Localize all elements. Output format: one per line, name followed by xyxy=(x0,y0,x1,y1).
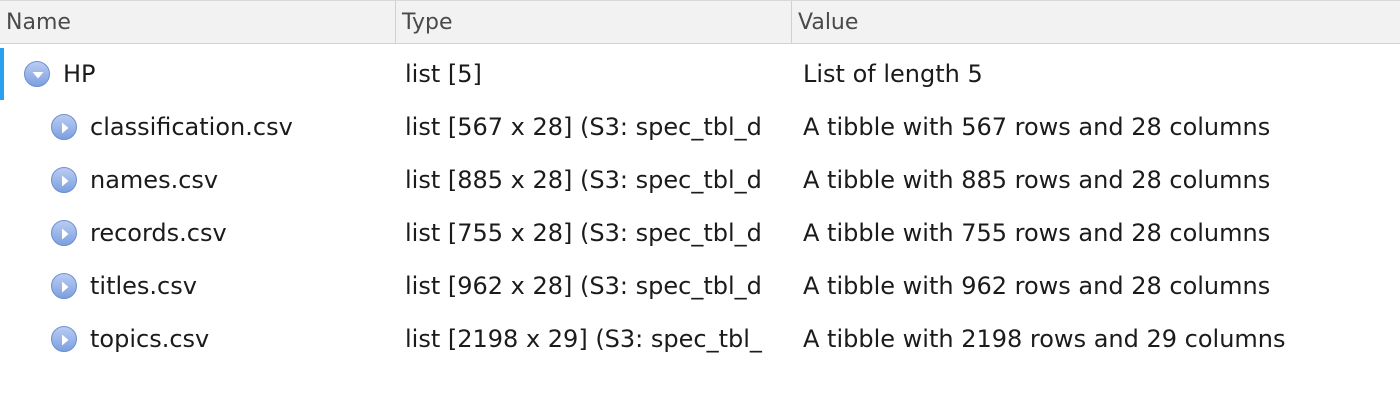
type-cell: list [2198 x 29] (S3: spec_tbl_ xyxy=(405,325,762,353)
value-cell: A tibble with 885 rows and 28 columns xyxy=(803,166,1271,194)
tree-row-classification[interactable]: classification.csv list [567 x 28] (S3: … xyxy=(0,101,1400,154)
name-cell: titles.csv xyxy=(0,260,395,313)
tree-row-hp[interactable]: HP list [5] List of length 5 xyxy=(0,48,1400,101)
row-name: HP xyxy=(63,60,96,88)
row-name: records.csv xyxy=(90,219,227,247)
value-cell: A tibble with 2198 rows and 29 columns xyxy=(803,325,1286,353)
expand-arrow-icon[interactable] xyxy=(51,114,77,140)
column-header-type[interactable]: Type xyxy=(395,1,791,43)
tree-row-names[interactable]: names.csv list [885 x 28] (S3: spec_tbl_… xyxy=(0,154,1400,207)
expand-arrow-icon[interactable] xyxy=(51,273,77,299)
row-name: classification.csv xyxy=(90,113,293,141)
type-cell: list [755 x 28] (S3: spec_tbl_d xyxy=(405,219,762,247)
value-cell: A tibble with 755 rows and 28 columns xyxy=(803,219,1271,247)
expand-arrow-icon[interactable] xyxy=(51,220,77,246)
tree-row-records[interactable]: records.csv list [755 x 28] (S3: spec_tb… xyxy=(0,207,1400,260)
tree-row-topics[interactable]: topics.csv list [2198 x 29] (S3: spec_tb… xyxy=(0,313,1400,366)
value-cell: List of length 5 xyxy=(803,60,983,88)
row-name: topics.csv xyxy=(90,325,210,353)
column-header: Name Type Value xyxy=(0,0,1400,44)
expand-arrow-icon[interactable] xyxy=(51,326,77,352)
name-cell: names.csv xyxy=(0,154,395,207)
name-cell: classification.csv xyxy=(0,101,395,154)
expand-arrow-icon[interactable] xyxy=(51,167,77,193)
column-header-name[interactable]: Name xyxy=(6,10,71,35)
value-cell: A tibble with 962 rows and 28 columns xyxy=(803,272,1271,300)
type-cell: list [962 x 28] (S3: spec_tbl_d xyxy=(405,272,762,300)
value-cell: A tibble with 567 rows and 28 columns xyxy=(803,113,1271,141)
row-name: names.csv xyxy=(90,166,219,194)
name-cell: topics.csv xyxy=(0,313,395,366)
name-cell: records.csv xyxy=(0,207,395,260)
tree-row-titles[interactable]: titles.csv list [962 x 28] (S3: spec_tbl… xyxy=(0,260,1400,313)
row-name: titles.csv xyxy=(90,272,197,300)
type-cell: list [567 x 28] (S3: spec_tbl_d xyxy=(405,113,762,141)
type-cell: list [5] xyxy=(405,60,482,88)
collapse-arrow-icon[interactable] xyxy=(24,61,50,87)
type-cell: list [885 x 28] (S3: spec_tbl_d xyxy=(405,166,762,194)
column-header-value[interactable]: Value xyxy=(791,1,1400,43)
tree-rows: HP list [5] List of length 5 classificat… xyxy=(0,48,1400,366)
name-cell: HP xyxy=(0,48,395,101)
